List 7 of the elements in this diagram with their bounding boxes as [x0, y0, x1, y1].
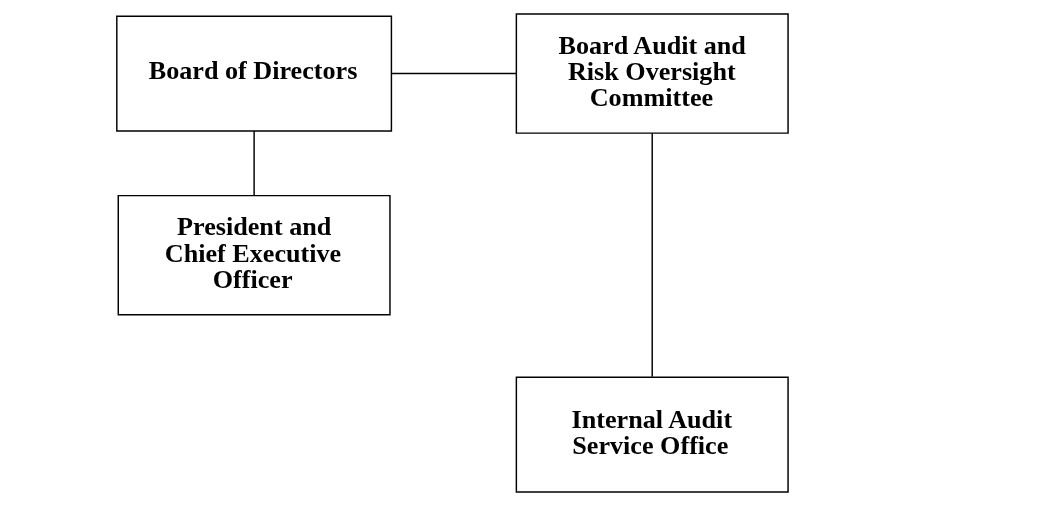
connector: [390, 72, 517, 75]
connector: [253, 130, 255, 197]
node-box: President and Chief Executive Officer: [117, 194, 391, 316]
node-box: Board Audit and Risk Oversight Committee: [515, 13, 789, 134]
node-box: Board of Directors: [116, 15, 393, 132]
connector: [651, 132, 653, 378]
node-box: Internal Audit Service Office: [515, 376, 789, 493]
